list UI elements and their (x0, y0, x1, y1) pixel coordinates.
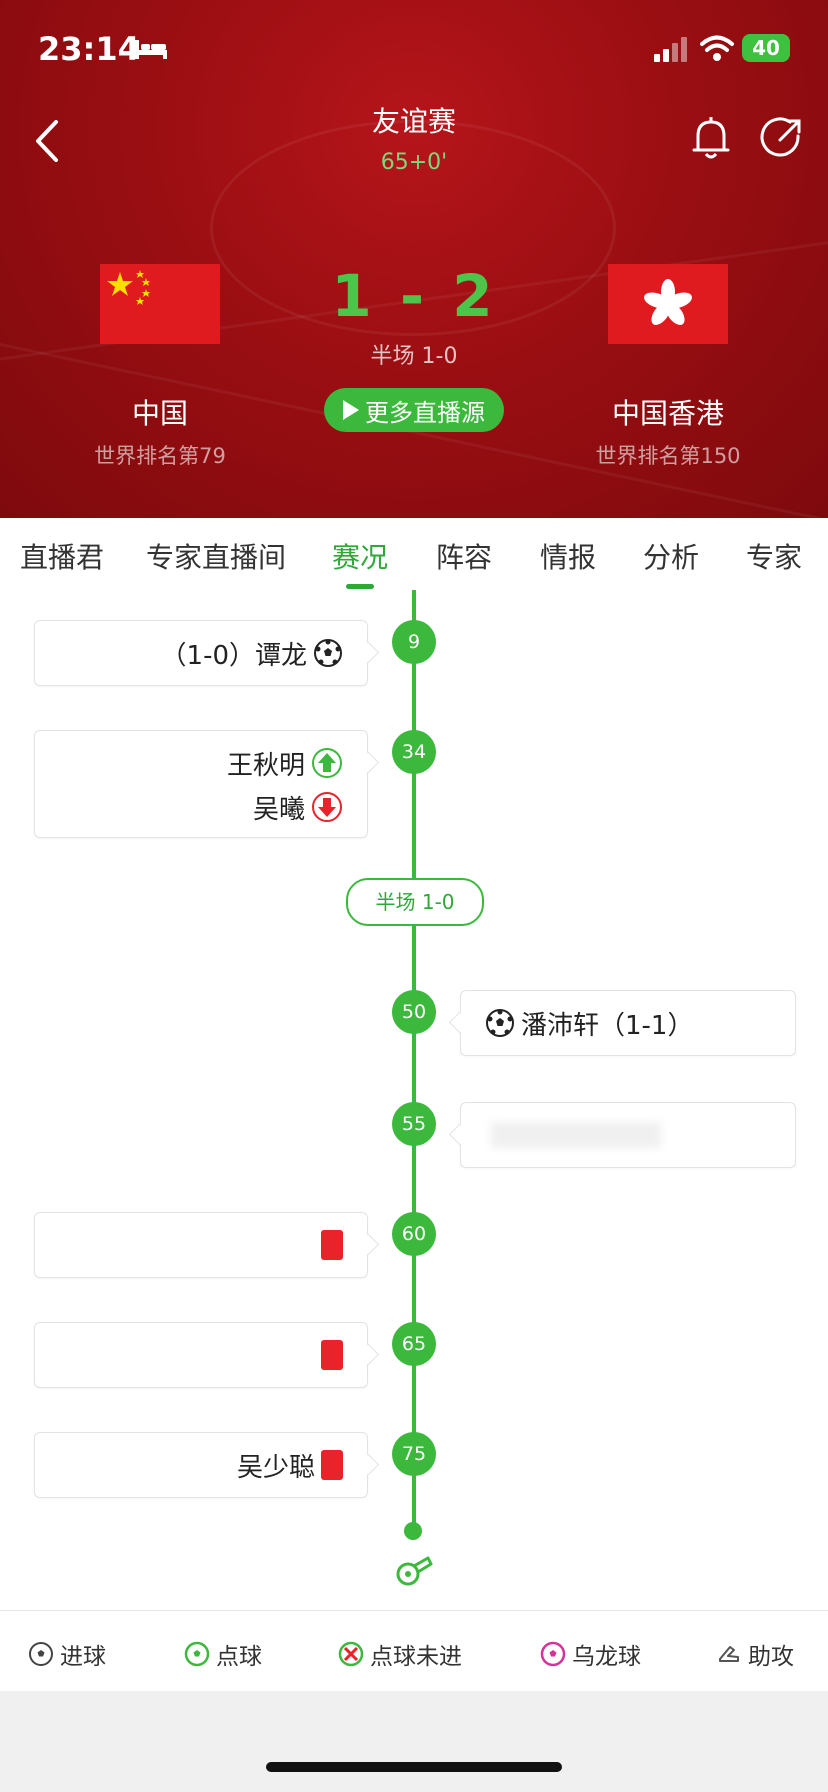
event-card-red-card[interactable] (34, 1322, 368, 1388)
home-team-rank: 世界排名第79 (94, 444, 226, 468)
more-live-sources-label: 更多直播源 (365, 398, 485, 427)
minute-marker: 55 (392, 1102, 436, 1146)
minute-marker: 50 (392, 990, 436, 1034)
event-text: 吴少聪 (236, 1452, 315, 1483)
timeline-line (412, 590, 416, 1530)
event-text: （1-0）谭龙 (160, 640, 307, 671)
player-out-name: 吴曦 (252, 794, 305, 825)
match-header: 23:14 40 友谊赛 65+0' (0, 0, 828, 518)
match-type-title: 友谊赛 (371, 105, 456, 138)
match-timeline: （1-0）谭龙 9 王秋明 吴曦 34 (0, 590, 828, 1610)
tab-match-events[interactable]: 赛况 (332, 541, 389, 574)
penalty-ball-icon (184, 1641, 210, 1667)
event-card-substitution[interactable]: 王秋明 吴曦 (34, 730, 368, 838)
play-icon (343, 400, 359, 420)
halftime-marker: 半场 1-0 (346, 878, 484, 926)
red-card-icon (321, 1340, 343, 1370)
home-indicator[interactable] (266, 1762, 562, 1772)
match-clock: 65+0' (380, 150, 448, 175)
minute-marker: 34 (392, 730, 436, 774)
event-legend: 进球 点球 点球未进 乌龙球 助攻 (0, 1610, 828, 1691)
away-team-rank: 世界排名第150 (595, 444, 741, 468)
red-card-icon (321, 1230, 343, 1260)
active-tab-indicator (346, 584, 374, 589)
more-live-sources-button[interactable]: 更多直播源 (324, 388, 504, 432)
legend-assist: 助攻 (716, 1637, 794, 1671)
soccer-ball-icon (29, 1642, 53, 1666)
minute-marker: 65 (392, 1322, 436, 1366)
player-in-name: 王秋明 (226, 750, 305, 781)
sub-in-arrow-icon (312, 748, 342, 778)
home-team-name[interactable]: 中国 (131, 397, 188, 430)
blurred-content (491, 1122, 661, 1148)
china-flag-icon (100, 264, 220, 344)
soccer-ball-icon (486, 1009, 514, 1037)
whistle-icon (396, 1556, 433, 1586)
bell-icon[interactable] (690, 114, 732, 162)
battery-indicator: 40 (742, 34, 790, 62)
red-card-icon (321, 1450, 343, 1480)
wifi-icon (700, 35, 734, 61)
own-goal-ball-icon (540, 1641, 566, 1667)
tab-expert-live-room[interactable]: 专家直播间 (146, 541, 287, 574)
tab-lineup[interactable]: 阵容 (436, 541, 493, 574)
status-time: 23:14 (38, 30, 140, 68)
timeline-end-dot (404, 1522, 422, 1540)
match-score: 1 - 2 (331, 262, 497, 330)
back-arrow-icon[interactable] (32, 116, 62, 166)
minute-marker: 75 (392, 1432, 436, 1476)
soccer-ball-icon (314, 639, 342, 667)
event-text: 潘沛轩（1-1） (521, 1010, 694, 1041)
background-decoration (210, 120, 616, 336)
away-team-name[interactable]: 中国香港 (611, 397, 724, 430)
boot-icon (719, 1646, 739, 1662)
tab-streamer[interactable]: 直播君 (20, 541, 105, 574)
legend-own-goal: 乌龙球 (540, 1637, 641, 1671)
share-icon[interactable] (760, 116, 802, 160)
legend-penalty-missed: 点球未进 (338, 1637, 462, 1671)
event-card-red-card[interactable]: 吴少聪 (34, 1432, 368, 1498)
minute-marker: 60 (392, 1212, 436, 1256)
event-card-goal[interactable]: （1-0）谭龙 (34, 620, 368, 686)
event-card-goal[interactable]: 潘沛轩（1-1） (460, 990, 796, 1056)
event-card-red-card[interactable] (34, 1212, 368, 1278)
tab-intel[interactable]: 情报 (540, 541, 597, 574)
halftime-score: 半场 1-0 (370, 344, 458, 369)
hong-kong-flag-icon (608, 264, 728, 344)
tab-bar: 直播君 专家直播间 赛况 阵容 情报 分析 专家 (0, 518, 828, 591)
sub-out-arrow-icon (312, 792, 342, 822)
signal-icon (654, 37, 687, 62)
event-card-blurred[interactable] (460, 1102, 796, 1168)
legend-penalty: 点球 (184, 1637, 262, 1671)
penalty-missed-icon (338, 1641, 364, 1667)
tab-analysis[interactable]: 分析 (643, 541, 700, 574)
legend-goal: 进球 (28, 1637, 106, 1671)
tab-experts[interactable]: 专家 (746, 541, 803, 574)
minute-marker: 9 (392, 620, 436, 664)
bed-icon (135, 40, 167, 59)
